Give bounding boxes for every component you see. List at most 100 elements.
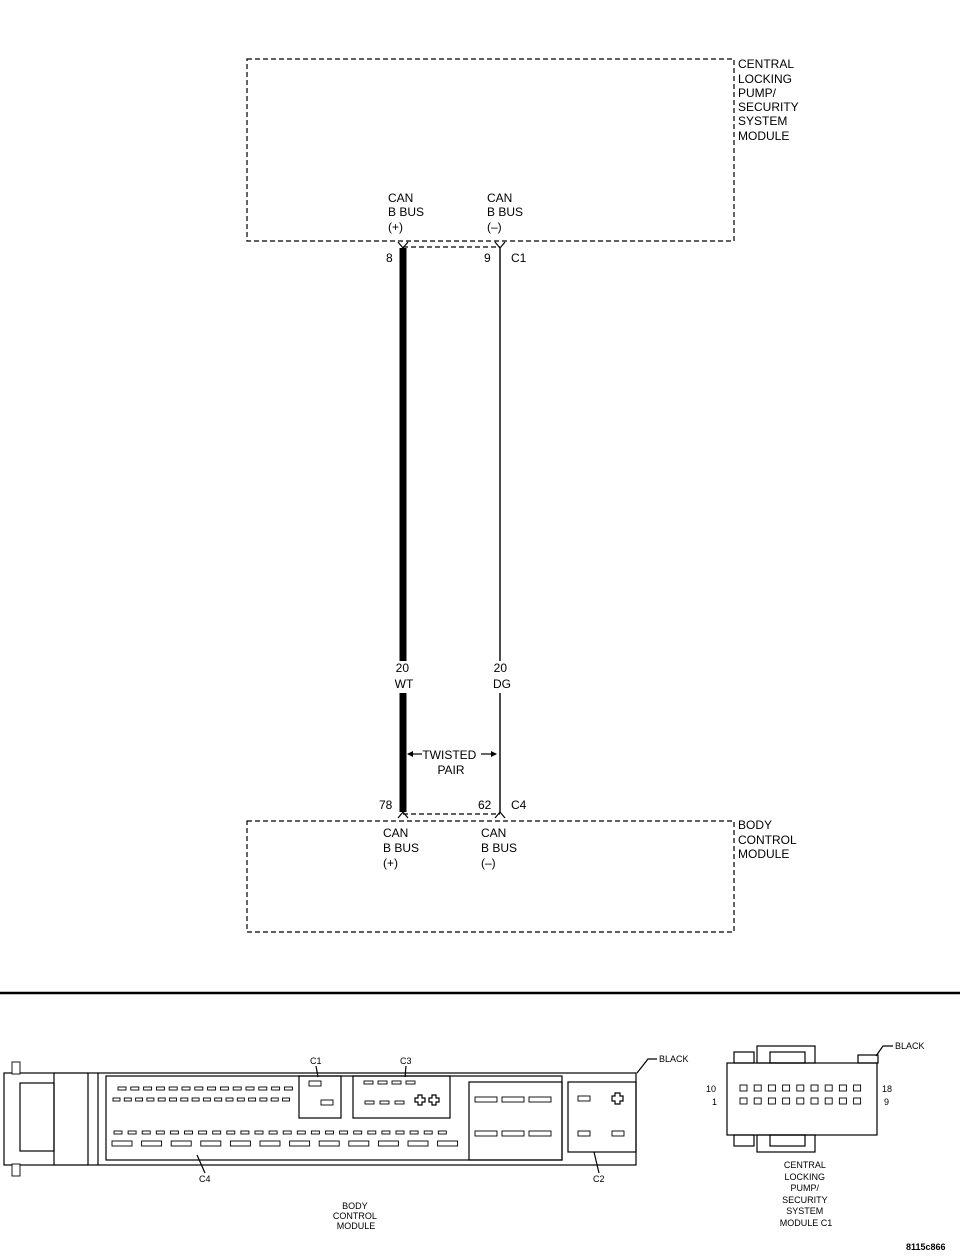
clp-pin	[739, 1097, 748, 1105]
bcm-c4-pin	[407, 1140, 429, 1147]
bcm-c3-pin	[363, 1080, 374, 1085]
bcm-c1-pin	[308, 1080, 322, 1087]
clp-pin	[782, 1097, 791, 1105]
bcm-c4-pin	[113, 1130, 123, 1135]
twisted-pair-label: TWISTED PAIR	[422, 748, 479, 777]
bcm-connector-view: C1 C3 BLACK C4 C2 BODY CONTROL MODULE	[3, 1054, 689, 1231]
bcm-c4-pin	[111, 1140, 133, 1147]
bcm-c2-plus-key	[611, 1092, 624, 1105]
bcm-color-label: BLACK	[659, 1054, 689, 1064]
bcm-c4-pin	[395, 1130, 405, 1135]
bcm-c3-cavity	[352, 1075, 451, 1119]
bcm-bracket-tab-bottom	[11, 1163, 21, 1177]
bcm-c4-pin	[198, 1130, 208, 1135]
bottom-terminal-plus-label: CAN B BUS (+)	[383, 826, 422, 870]
clp-pin	[853, 1097, 862, 1105]
clp-pin-10: 10	[706, 1084, 716, 1094]
bcm-large-pin	[474, 1130, 498, 1137]
bcm-c3-pin	[364, 1100, 375, 1105]
clp-pin	[824, 1097, 833, 1105]
bcm-c4-pin	[226, 1130, 236, 1135]
bcm-c4-pin	[236, 1097, 245, 1102]
clp-side-key	[733, 1051, 755, 1064]
bottom-terminal-minus-label: CAN B BUS (–)	[481, 826, 520, 870]
bottom-plus-chevron	[397, 811, 409, 819]
bcm-c4-pin	[268, 1130, 278, 1135]
twisted-pair-annotation: TWISTED PAIR	[407, 748, 497, 777]
clp-pin	[767, 1084, 776, 1092]
bcm-c4-pins	[111, 1086, 459, 1147]
bcm-c4-pin	[168, 1086, 178, 1091]
figure-id: 8115c866	[906, 1242, 946, 1252]
clp-pin	[753, 1084, 762, 1092]
bcm-c3-plus-key-2	[428, 1094, 440, 1106]
central-locking-module-box	[246, 58, 735, 242]
bcm-c2-cavity	[567, 1081, 637, 1153]
clp-color-leader	[875, 1045, 893, 1057]
clp-connector-view: 10 1 18 9 BLACK CENTRAL LOCKING PUMP/ SE…	[706, 1041, 925, 1228]
bcm-c4-pin	[127, 1130, 137, 1135]
bcm-c4-pin	[240, 1130, 250, 1135]
bcm-c1-pin	[320, 1099, 334, 1106]
bcm-c2-label: C2	[593, 1174, 605, 1184]
bcm-c4-pin	[169, 1130, 179, 1135]
bcm-c4-pin	[348, 1140, 370, 1147]
bcm-c4-pin	[212, 1130, 222, 1135]
bcm-c4-pin	[381, 1130, 391, 1135]
bcm-c4-pin	[283, 1086, 293, 1091]
bcm-c4-pin	[339, 1130, 349, 1135]
bcm-c4-pin	[170, 1140, 192, 1147]
bcm-c4-pin	[325, 1130, 334, 1135]
bcm-c4-pin	[245, 1086, 255, 1091]
bottom-minus-chevron	[494, 811, 506, 819]
clp-latch-top-inner	[769, 1051, 806, 1064]
bcm-c4-pin	[219, 1086, 229, 1091]
bcm-c4-pin	[377, 1140, 399, 1147]
can-bus-minus-wire: 20 DG	[493, 248, 511, 812]
bcm-c4-pin	[225, 1097, 234, 1102]
clp-latch-top	[756, 1045, 816, 1064]
bcm-c4-pin	[169, 1097, 177, 1102]
clp-pins	[739, 1084, 862, 1105]
bcm-c4-pin	[184, 1130, 193, 1135]
bcm-c4-pin	[248, 1097, 257, 1102]
bcm-c4-pin	[310, 1130, 320, 1135]
body-control-module-box	[246, 820, 735, 933]
top-minus-chevron	[494, 241, 506, 249]
clp-pin	[810, 1097, 819, 1105]
bcm-c1-label: C1	[310, 1056, 322, 1066]
clp-caption: CENTRAL LOCKING PUMP/ SECURITY SYSTEM MO…	[780, 1160, 833, 1228]
bcm-c3-label: C3	[400, 1056, 412, 1066]
bcm-c4-pin	[180, 1097, 189, 1102]
bcm-c4-pin	[112, 1097, 121, 1102]
bottom-connector-id: C4	[511, 798, 527, 812]
bcm-c4-label: C4	[199, 1174, 211, 1184]
bcm-large-pins	[474, 1096, 552, 1137]
clp-tab	[857, 1054, 879, 1064]
bcm-c3-pin	[391, 1080, 402, 1085]
bcm-c4-pin	[229, 1140, 251, 1147]
central-locking-module: CENTRAL LOCKING PUMP/ SECURITY SYSTEM MO…	[246, 57, 799, 242]
bcm-large-pin	[528, 1130, 552, 1137]
bcm-c4-pin	[367, 1130, 377, 1135]
bcm-c4-pin	[123, 1097, 132, 1102]
bcm-color-leader	[636, 1058, 657, 1074]
bcm-large-pin	[528, 1096, 552, 1103]
bcm-c4-pin	[141, 1130, 151, 1135]
bcm-c3-plus-key-1	[414, 1094, 426, 1106]
bcm-c4-pin	[191, 1097, 200, 1102]
bcm-c3-pins	[363, 1080, 416, 1105]
plus-wire-code: 20 WT	[395, 661, 414, 691]
bcm-large-cavity	[468, 1081, 563, 1161]
bcm-c4-pin	[437, 1140, 459, 1147]
bcm-c4-pin	[271, 1086, 281, 1091]
bcm-c4-pin	[289, 1140, 311, 1147]
clp-pin	[739, 1084, 748, 1092]
bcm-c4-pin	[207, 1086, 217, 1091]
clp-pin-1: 1	[712, 1097, 717, 1107]
bcm-c4-pin	[282, 1097, 290, 1102]
top-terminal-minus-label: CAN B BUS (–)	[487, 191, 526, 234]
bcm-c2-pin	[577, 1130, 591, 1137]
clp-pin	[796, 1097, 805, 1105]
minus-wire-code: 20 DG	[493, 661, 511, 691]
